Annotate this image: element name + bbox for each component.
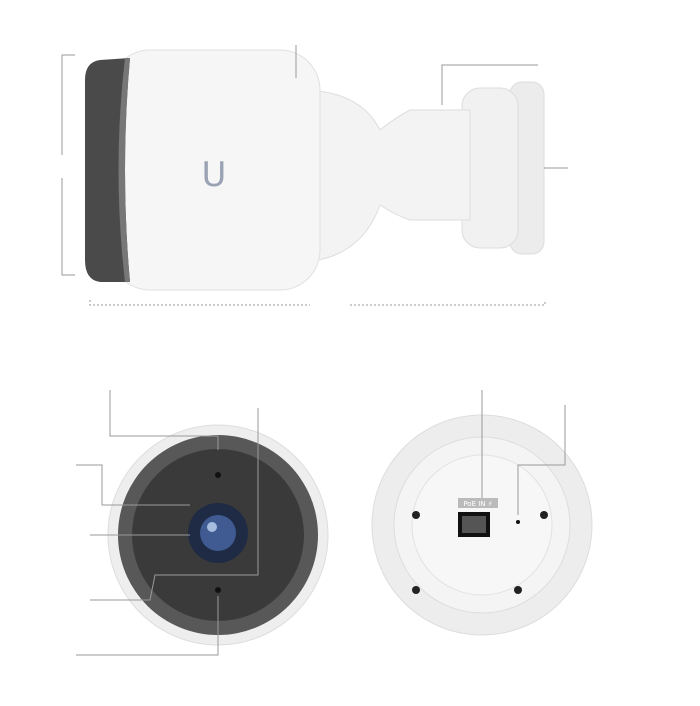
front-view [76, 390, 329, 656]
camera-bezel [85, 58, 130, 282]
reset-button [516, 520, 520, 524]
mount-arm [299, 89, 471, 263]
side-view: U [61, 45, 568, 306]
microphone-dot [215, 587, 221, 593]
back-callouts [481, 390, 566, 515]
back-view: PoE IN ⚡ [371, 390, 593, 636]
front-callouts [76, 390, 259, 656]
poe-port-label: PoE IN ⚡ [463, 500, 492, 508]
sensor-dot [215, 472, 221, 478]
brand-logo: U [202, 155, 227, 195]
callout-lines [61, 45, 568, 306]
